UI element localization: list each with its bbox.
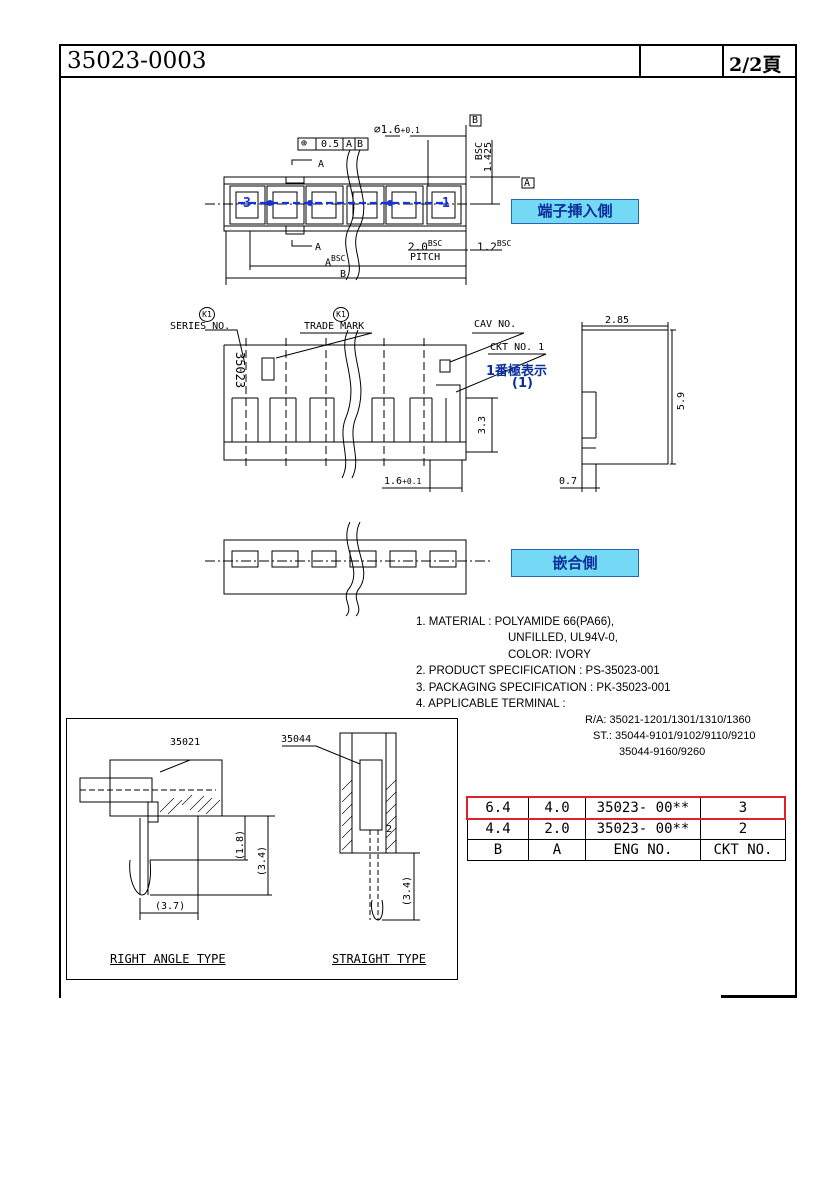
- dim-16-value: 1.6: [384, 476, 403, 487]
- dim-16-tolerance: +0.1: [402, 477, 422, 486]
- mating-view-body: [223, 539, 467, 595]
- note-packaging-spec: 3. PACKAGING SPECIFICATION : PK-35023-00…: [416, 681, 671, 694]
- header-divider: [722, 46, 724, 76]
- dim-12-bsc: BSC: [496, 239, 512, 248]
- cell-ckt-no: 2: [700, 818, 786, 840]
- trade-mark-label: TRADE MARK: [304, 321, 365, 332]
- insert-side-label: 端子挿入側: [511, 199, 639, 224]
- note-material: 1. MATERIAL : POLYAMIDE 66(PA66),: [416, 616, 615, 628]
- dim-a-bsc: BSC: [331, 254, 346, 263]
- header-a: A: [528, 839, 586, 861]
- ra-terminal: R/A: 35021-1201/1301/1310/1360: [585, 714, 751, 726]
- dim-12-value: 1.2: [477, 240, 497, 254]
- note-product-spec: 2. PRODUCT SPECIFICATION : PS-35023-001: [416, 665, 660, 678]
- tolerance-frame: [297, 137, 369, 151]
- drawing-sheet: 35023-0003 2/2頁: [59, 44, 797, 998]
- flatness-value: 0.5: [321, 139, 340, 150]
- cell-eng-no: 35023- 00**: [585, 797, 701, 819]
- pin1-mark-paren: (1): [512, 376, 533, 391]
- dim-59: 5.9: [676, 392, 687, 411]
- dim-b: B: [340, 269, 347, 280]
- flatness-symbol: ⊕: [301, 138, 308, 149]
- cell-a: 2.0: [528, 818, 586, 840]
- right-angle-type-label: RIGHT ANGLE TYPE: [110, 952, 226, 966]
- k1-badge-series: K1: [199, 307, 215, 322]
- section-a-top: A: [318, 159, 325, 170]
- dim-33: 3.3: [477, 416, 488, 435]
- dim-1425: 1.425: [483, 142, 494, 173]
- datum-a-label: A: [524, 178, 531, 189]
- cell-eng-no: 35023- 00**: [585, 818, 701, 840]
- part-number: 35023-0003: [67, 48, 207, 74]
- title-block: 35023-0003 2/2頁: [61, 46, 795, 78]
- sheet-bottom-rule: [721, 995, 797, 998]
- side-view-body: [581, 329, 669, 465]
- table-header-row: B A ENG NO. CKT NO.: [467, 839, 786, 861]
- series-text: 35023: [233, 352, 247, 389]
- cell-b: 4.4: [467, 818, 529, 840]
- hole-diameter: ⌀1.6+0.1: [374, 123, 420, 136]
- notes-block: 1. MATERIAL : POLYAMIDE 66(PA66), UNFILL…: [416, 614, 671, 712]
- table-row: 4.4 2.0 35023- 00** 2: [467, 818, 786, 840]
- cell-ckt-no: 3: [700, 797, 786, 819]
- pin-3-label: 3: [243, 196, 251, 211]
- eng-no-table: 6.4 4.0 35023- 00** 3 4.4 2.0 35023- 00*…: [467, 797, 786, 861]
- ckt-no-label: CKT NO. 1: [490, 342, 545, 353]
- ra-part-label: 35021: [170, 737, 201, 748]
- st-terminal-2: 35044-9160/9260: [619, 746, 706, 758]
- dim-a-value: A: [325, 257, 332, 269]
- section-a-bottom: A: [315, 242, 322, 253]
- header-b: B: [467, 839, 529, 861]
- cell-a: 4.0: [528, 797, 586, 819]
- table-row: 6.4 4.0 35023- 00** 3: [467, 797, 786, 819]
- page-number: 2/2頁: [729, 54, 782, 76]
- st-part-label: 35044: [281, 734, 312, 745]
- dim-285: 2.85: [605, 315, 630, 326]
- pitch-bsc: BSC: [427, 239, 443, 248]
- terminal-inset: [66, 718, 458, 980]
- datum-b-ref: B: [357, 139, 364, 150]
- dim-2: 2: [386, 824, 393, 835]
- front-view-body: [223, 344, 467, 461]
- dim-34-st: (3.4): [402, 876, 413, 907]
- series-no-label: SERIES NO.: [170, 321, 231, 332]
- straight-type-label: STRAIGHT TYPE: [332, 952, 426, 966]
- ra-value: 35021-1201/1301/1310/1360: [609, 714, 751, 726]
- k1-badge-trademark: K1: [333, 307, 349, 322]
- pin-1-label: 1: [442, 196, 450, 211]
- note-terminal: 4. APPLICABLE TERMINAL :: [416, 697, 566, 710]
- note-color: COLOR: IVORY: [508, 648, 591, 661]
- pitch-value: 2.0: [408, 240, 428, 254]
- datum-b-label: B: [472, 115, 479, 126]
- note-material-cont: UNFILLED, UL94V-0,: [508, 632, 618, 645]
- header-ckt-no: CKT NO.: [700, 839, 786, 861]
- st-value-1: 35044-9101/9102/9110/9210: [615, 730, 756, 742]
- hole-dia-value: 1.6: [380, 123, 401, 136]
- header-eng-no: ENG NO.: [585, 839, 701, 861]
- dim-34-ra: (3.4): [257, 846, 268, 877]
- ra-label: R/A:: [585, 714, 607, 726]
- datum-a-ref: A: [346, 139, 353, 150]
- pitch-label: PITCH: [410, 252, 441, 263]
- dim-18: (1.8): [235, 830, 246, 861]
- dim-12: 1.2BSC: [477, 240, 511, 253]
- pin1-mark-label: 1番極表示: [486, 364, 548, 379]
- cav-no-label: CAV NO.: [474, 319, 517, 330]
- st-label: ST.:: [593, 730, 612, 742]
- pitch-dim: 2.0BSC: [408, 240, 442, 253]
- dim-a: ABSC: [325, 255, 345, 268]
- dim-07: 0.7: [559, 476, 578, 487]
- dim-37: (3.7): [155, 901, 186, 912]
- st-terminal: ST.: 35044-9101/9102/9110/9210: [593, 730, 756, 742]
- hole-dia-tolerance: +0.1: [400, 126, 420, 135]
- header-divider: [639, 46, 641, 76]
- mating-side-label: 嵌合側: [511, 549, 639, 577]
- dim-16: 1.6+0.1: [384, 477, 421, 487]
- cell-b: 6.4: [467, 797, 529, 819]
